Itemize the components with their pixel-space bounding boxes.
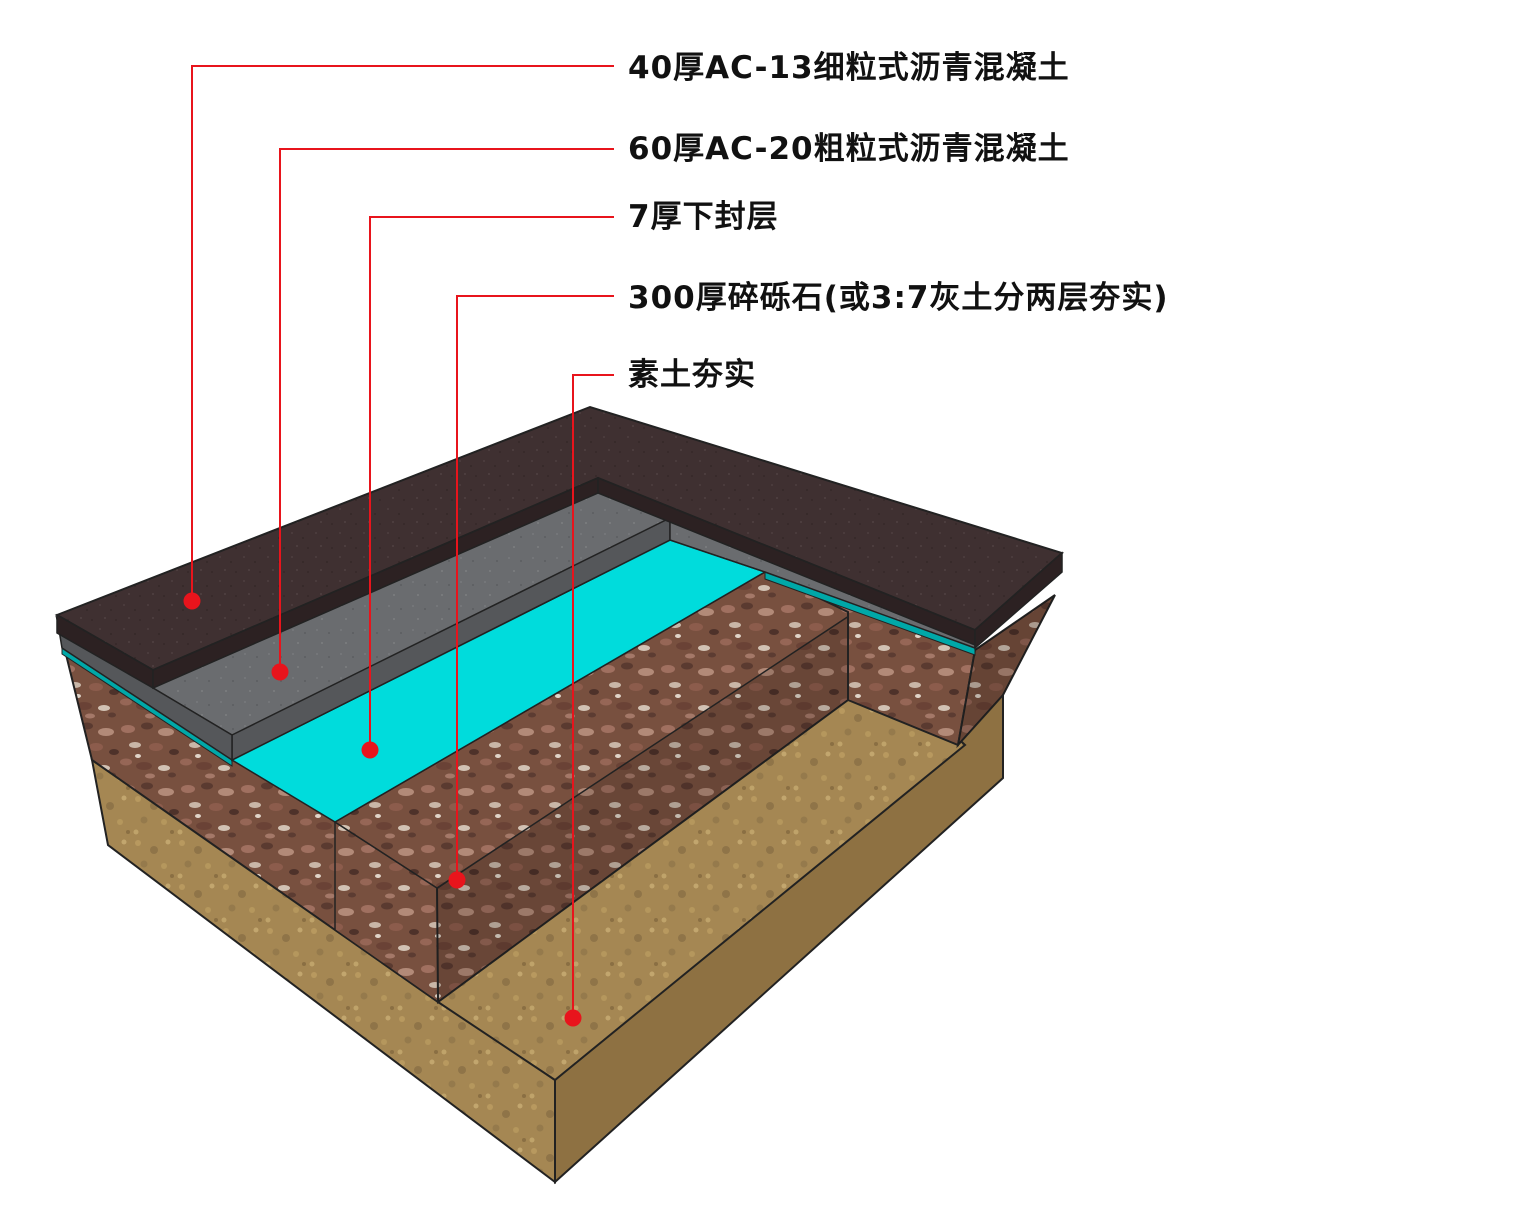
leader-dot-gravel-base — [448, 871, 466, 889]
gravel-right-end-shade — [958, 595, 1055, 745]
label-surface-asphalt: 40厚AC-13细粒式沥青混凝土 — [628, 50, 1070, 86]
label-seal-layer: 7厚下封层 — [628, 199, 779, 235]
leader-line-surface-asphalt — [191, 65, 614, 601]
leader-lines — [183, 65, 614, 1027]
leader-dot-seal-layer — [361, 741, 379, 759]
leader-dot-binder-asphalt — [271, 663, 289, 681]
label-compacted-soil: 素土夯实 — [628, 357, 756, 393]
leader-line-compacted-soil — [572, 374, 614, 1018]
leader-dot-surface-asphalt — [183, 592, 201, 610]
leader-line-seal-layer — [369, 216, 614, 750]
gravel-ridge-right-shade — [437, 612, 848, 1002]
surface-asphalt-right-edge — [974, 551, 1063, 650]
leader-line-binder-asphalt — [279, 148, 614, 672]
gravel-right-end-face — [956, 594, 1056, 749]
label-binder-asphalt: 60厚AC-20粗粒式沥青混凝土 — [628, 131, 1070, 167]
leader-line-gravel-base — [456, 295, 614, 880]
label-gravel-base: 300厚碎砾石(或3:7灰土分两层夯实) — [628, 280, 1169, 316]
leader-dot-compacted-soil — [564, 1009, 582, 1027]
